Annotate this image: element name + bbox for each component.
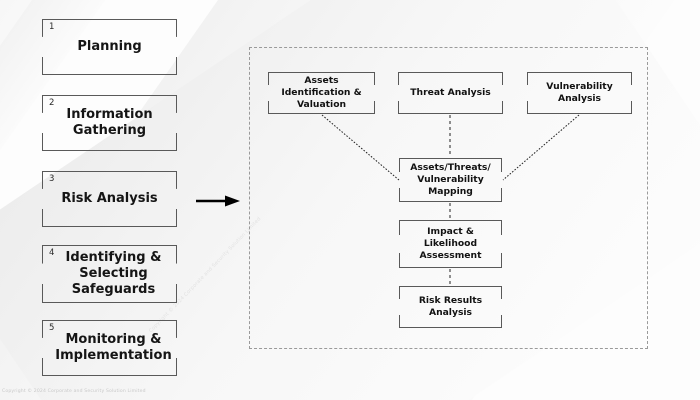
process-step-2[interactable]: 2 Information Gathering [42,95,177,151]
flow-box-assets-identification[interactable]: Assets Identification & Valuation [268,72,375,114]
flow-box-impact-likelihood-assessment[interactable]: Impact & Likelihood Assessment [399,220,502,268]
step-number: 4 [49,248,55,258]
flow-box-vulnerability-analysis[interactable]: Vulnerability Analysis [527,72,632,114]
flow-box-label: Assets/Threats/ Vulnerability Mapping [410,161,491,198]
step-number: 3 [49,174,55,184]
step-number: 5 [49,323,55,333]
flow-box-label: Threat Analysis [410,86,491,98]
flow-box-label: Risk Results Analysis [418,294,483,318]
step-label: Monitoring & Implementation [55,331,172,363]
flow-box-threat-analysis[interactable]: Threat Analysis [398,72,503,114]
process-step-3[interactable]: 3 Risk Analysis [42,171,177,227]
flow-box-label: Impact & Likelihood Assessment [419,225,482,262]
step-number: 2 [49,98,55,108]
step-label: Identifying & Selecting Safeguards [65,249,162,298]
risk-analysis-detail-panel [249,47,648,349]
process-step-5[interactable]: 5 Monitoring & Implementation [42,320,177,376]
process-step-4[interactable]: 4 Identifying & Selecting Safeguards [42,245,177,303]
step-label: Risk Analysis [61,190,158,206]
flow-box-assets-threats-vulnerability-mapping[interactable]: Assets/Threats/ Vulnerability Mapping [399,158,502,202]
right-arrow-icon [196,195,240,207]
step-label: Information Gathering [66,106,153,138]
flow-box-label: Vulnerability Analysis [546,80,613,104]
step-number: 1 [49,22,55,32]
flow-box-label: Assets Identification & Valuation [281,74,362,111]
footer-copyright: Copyright © 2024 Corporate and Security … [2,389,146,394]
flow-box-risk-results-analysis[interactable]: Risk Results Analysis [399,286,502,328]
step-label: Planning [77,38,142,54]
process-step-1[interactable]: 1 Planning [42,19,177,75]
